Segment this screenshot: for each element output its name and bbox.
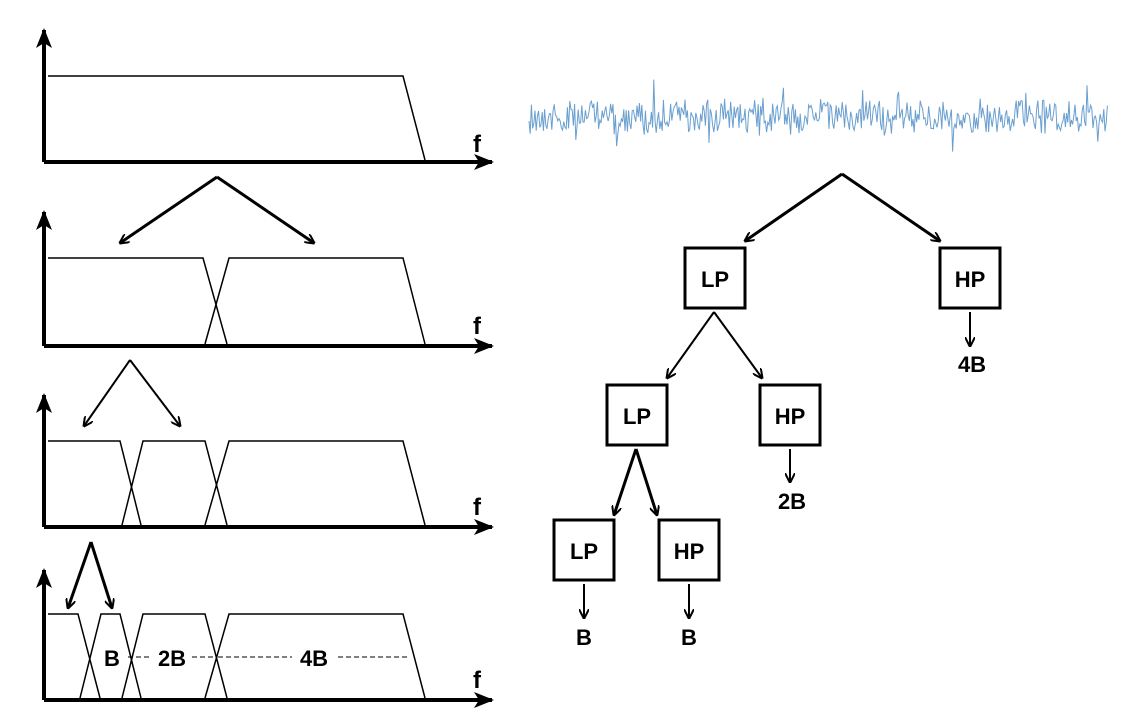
split-arrows-3 xyxy=(68,541,112,608)
arrow-to-level3-hp xyxy=(634,448,657,515)
band-3-filter xyxy=(121,613,228,699)
root-split-arrows xyxy=(745,172,940,241)
level3-lp-output-label: B xyxy=(576,625,592,650)
band-label-b: B xyxy=(104,646,120,671)
band-2-filter xyxy=(79,613,142,699)
level3-hp-output-label: B xyxy=(681,625,697,650)
root-hp-filter-box: HP xyxy=(938,246,1002,310)
level3-lp-filter-box: LP xyxy=(552,518,616,582)
band-1-filter xyxy=(48,613,101,699)
split-arrow-left xyxy=(68,541,93,608)
level3-hp-filter-box: HP xyxy=(657,518,721,582)
full-band-filter xyxy=(48,75,426,161)
split-arrow-right xyxy=(216,175,314,243)
arrow-to-level2-lp xyxy=(667,311,715,378)
split-arrow-right xyxy=(129,359,180,426)
f-axis-label: f xyxy=(473,131,482,158)
split-arrows-1 xyxy=(120,175,314,243)
input-signal-waveform xyxy=(528,79,1108,152)
arrow-to-root-hp xyxy=(841,172,940,241)
band-4-filter xyxy=(204,613,426,699)
band-label-4b: 4B xyxy=(300,646,328,671)
spectrum-panel-1: f xyxy=(36,28,494,170)
level2-hp-filter-box: HP xyxy=(758,383,822,447)
level3-split-arrows xyxy=(614,448,657,515)
band-2-filter xyxy=(121,440,228,526)
level2-hp-label: HP xyxy=(775,404,806,429)
low-band-filter xyxy=(48,257,228,345)
spectrum-panel-3: f xyxy=(36,393,494,535)
split-arrow-left xyxy=(84,359,131,426)
root-lp-label: LP xyxy=(701,267,729,292)
root-hp-output-label: 4B xyxy=(958,352,986,377)
split-arrow-right xyxy=(89,541,112,608)
band-1-filter xyxy=(48,440,142,526)
spectrum-panel-4: f B 2B 4B xyxy=(36,568,494,708)
split-arrows-2 xyxy=(84,359,180,426)
root-hp-label: HP xyxy=(955,267,986,292)
root-lp-filter-box: LP xyxy=(683,246,747,310)
level2-hp-output-label: 2B xyxy=(778,489,806,514)
band-3-filter xyxy=(204,440,426,526)
arrow-to-root-lp xyxy=(745,172,843,241)
level2-split-arrows xyxy=(667,311,762,378)
f-axis-label: f xyxy=(473,494,482,521)
band-label-2b: 2B xyxy=(158,646,186,671)
f-axis-label: f xyxy=(473,667,482,694)
level2-lp-filter-box: LP xyxy=(605,383,669,447)
spectrum-panel-2: f xyxy=(36,210,494,354)
level3-hp-label: HP xyxy=(674,539,705,564)
high-band-filter xyxy=(204,257,426,345)
f-axis-label: f xyxy=(473,313,482,340)
level3-lp-label: LP xyxy=(570,539,598,564)
arrow-to-level2-hp xyxy=(713,311,762,378)
level2-lp-label: LP xyxy=(623,404,651,429)
arrow-to-level3-lp xyxy=(614,448,638,515)
split-arrow-left xyxy=(120,175,218,243)
